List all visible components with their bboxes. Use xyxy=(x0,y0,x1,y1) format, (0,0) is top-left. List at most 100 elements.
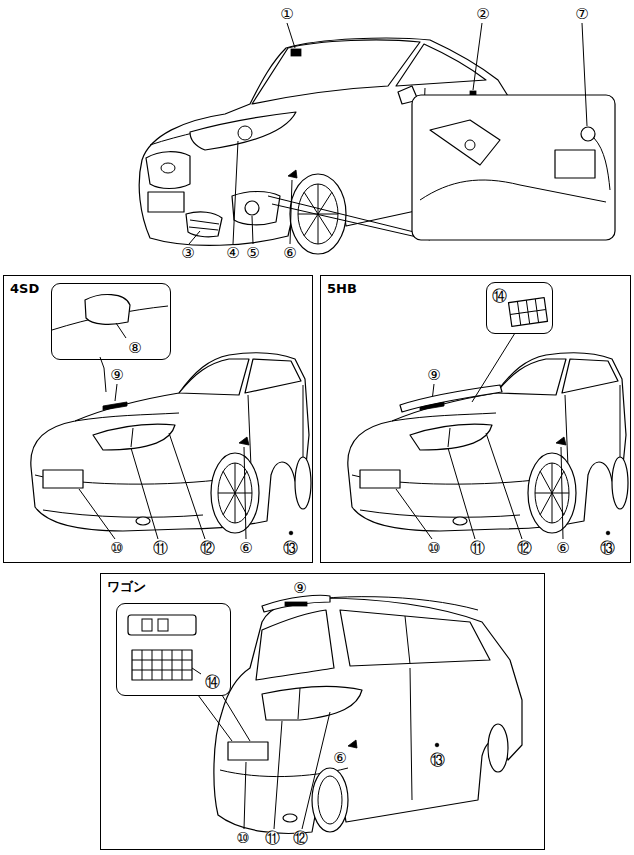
headlamp-lens xyxy=(238,126,252,140)
license-plate xyxy=(228,742,268,760)
wheel xyxy=(312,768,348,832)
callout-number: ⑫ xyxy=(293,831,308,846)
side-marker xyxy=(348,740,357,748)
callout-number: ⑫ xyxy=(517,541,532,556)
leader-line xyxy=(582,23,587,126)
lamp-lens xyxy=(158,619,168,631)
leader-line xyxy=(290,180,292,244)
rear-spoiler xyxy=(262,595,330,612)
callout-number: ⑬ xyxy=(283,541,298,556)
leader-line xyxy=(287,23,295,48)
windshield xyxy=(252,40,420,104)
panel-heading: ワゴン xyxy=(107,580,146,593)
panel-heading: 5HB xyxy=(327,282,357,295)
side-window xyxy=(396,44,486,86)
lamp-grid xyxy=(132,650,192,680)
callout-number: ⑭ xyxy=(205,675,220,690)
lamp-lens xyxy=(142,619,152,631)
inset-link xyxy=(198,695,232,741)
wheel-rim xyxy=(318,776,342,824)
callout-number: ⑩ xyxy=(110,541,123,556)
callout-number: ① xyxy=(280,7,293,22)
lamp-grid xyxy=(132,650,192,680)
callout-number: ⑥ xyxy=(239,541,252,556)
callout-number: ⑥ xyxy=(283,246,296,261)
callout-number: ③ xyxy=(181,246,194,261)
fog-bezel xyxy=(232,192,280,225)
callout-number: ⑨ xyxy=(293,581,306,596)
inset-link xyxy=(472,333,515,402)
headlamp xyxy=(190,112,296,150)
cable xyxy=(594,138,610,190)
callout-number: ⑪ xyxy=(470,541,485,556)
callout-number: ⑬ xyxy=(600,541,615,556)
pillar-line xyxy=(405,616,410,664)
callout-number: ⑧ xyxy=(128,341,141,356)
sensor xyxy=(581,127,595,141)
sedan-rear-view xyxy=(31,353,311,539)
side-window xyxy=(340,610,490,666)
callout-number: ⑩ xyxy=(236,831,249,846)
callout-number: ④ xyxy=(226,246,239,261)
leader-line xyxy=(274,721,282,829)
callout-number: ⑩ xyxy=(427,541,440,556)
wagon-panel-art xyxy=(128,595,522,833)
license-lamp xyxy=(509,298,548,327)
rear-window xyxy=(256,610,334,680)
wheel xyxy=(488,724,508,772)
leader-line xyxy=(116,323,126,338)
mount xyxy=(555,150,595,178)
callout-number: ⑨ xyxy=(110,368,123,383)
tail-lamp-split xyxy=(298,688,300,719)
leader-line xyxy=(252,216,253,244)
rain-sensor xyxy=(291,49,301,56)
antenna-cover xyxy=(85,295,130,325)
license-plate xyxy=(148,192,184,212)
sensor-dot xyxy=(435,743,439,747)
callout-number: ⑫ xyxy=(200,541,215,556)
callout-number: ⑭ xyxy=(492,289,507,304)
callout-number: ⑪ xyxy=(153,541,168,556)
detail-inset: ⑧ xyxy=(51,283,171,360)
fog-lamp xyxy=(245,201,259,215)
hatch-panel-art xyxy=(348,298,628,539)
lamp-grid xyxy=(509,298,548,327)
leader-line xyxy=(473,23,482,90)
callout-number: ⑤ xyxy=(246,246,259,261)
exhaust xyxy=(283,814,297,822)
grille xyxy=(146,152,190,189)
variant-panel: ワゴン ⑭ xyxy=(100,573,545,850)
bolt xyxy=(465,140,475,150)
leader-line xyxy=(244,762,246,829)
high-mount-lamp xyxy=(285,602,307,606)
callout-number: ⑥ xyxy=(556,541,569,556)
inset-link xyxy=(222,695,250,741)
callout-number: ⑬ xyxy=(430,753,445,768)
rear-spoiler xyxy=(400,385,502,412)
detail-inset: ⑭ xyxy=(116,603,231,696)
detail-inset xyxy=(412,95,615,240)
callout-number: ⑥ xyxy=(333,751,346,766)
callout-number: ⑨ xyxy=(427,368,440,383)
grille-bars xyxy=(189,220,219,230)
hatch-rear-view xyxy=(348,353,628,539)
detail-inset: ⑭ xyxy=(486,282,553,334)
leader-line xyxy=(189,231,200,244)
bracket xyxy=(430,120,500,165)
inset-link xyxy=(100,357,106,392)
inset-link xyxy=(268,196,414,232)
engine-bay-line xyxy=(420,180,606,202)
emblem xyxy=(161,163,175,173)
inset-link xyxy=(272,204,430,240)
front-view xyxy=(139,23,615,254)
leader-line xyxy=(192,668,201,674)
leader-line xyxy=(233,141,238,244)
callout-number: ⑦ xyxy=(575,7,588,22)
callout-number: ⑪ xyxy=(265,831,280,846)
side-marker xyxy=(288,170,297,178)
lower-grille xyxy=(186,212,222,237)
door-line xyxy=(410,668,412,800)
leader-line xyxy=(302,712,330,829)
